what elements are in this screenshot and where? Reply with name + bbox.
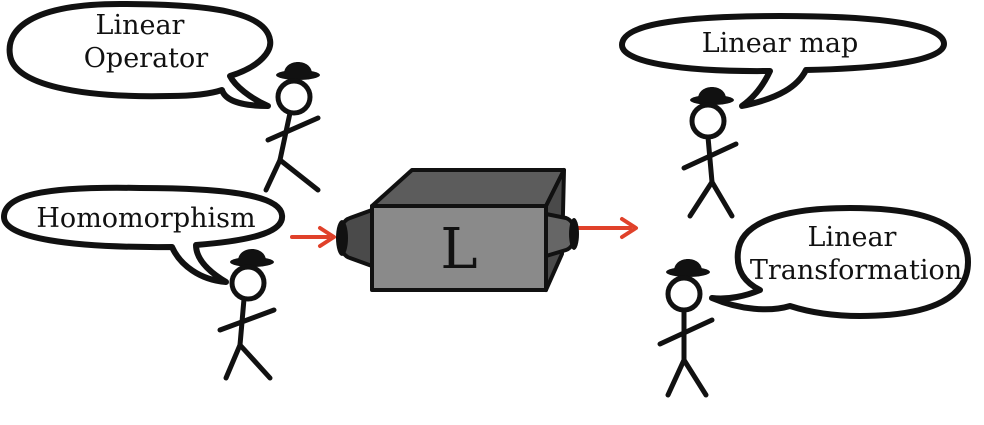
box-top-face [370, 168, 566, 208]
body [277, 110, 293, 163]
body [705, 134, 715, 185]
bubble-shape [6, 1, 274, 109]
left-leg [263, 157, 283, 193]
speech-bubble-linear-map: Linear map [619, 13, 947, 109]
arms [681, 141, 739, 171]
arms [217, 307, 277, 333]
right-leg [277, 157, 321, 193]
left-leg [665, 357, 687, 398]
output-arrow [574, 217, 638, 239]
head [275, 78, 313, 116]
bubble-text-line1: Homomorphism [36, 203, 255, 234]
hat-icon [690, 87, 734, 105]
hat-icon [666, 259, 710, 277]
right-leg [237, 342, 273, 381]
bubble-text-line1: Linear [96, 10, 185, 41]
bubble-shape [1, 184, 286, 285]
stick-figure-mid-left [217, 249, 277, 381]
hat-icon [276, 62, 320, 80]
box-front-face [370, 204, 548, 292]
bubble-text-line2: Transformation [750, 255, 962, 286]
bubble-text-line1: Linear [808, 222, 897, 253]
head [229, 264, 267, 302]
stick-figure-top-left [263, 62, 321, 193]
bubble-text-line1: Linear map [702, 28, 859, 59]
bubble-text-line2: Operator [84, 43, 209, 74]
left-leg [223, 342, 243, 381]
speech-bubble-linear-operator: Linear Operator [6, 1, 274, 109]
stick-figure-lower-right [657, 259, 715, 398]
input-arrow [290, 226, 336, 248]
machine-label: L [440, 217, 477, 282]
hat-icon [230, 249, 274, 267]
arms [265, 115, 321, 143]
bubble-shape [709, 205, 971, 319]
right-leg [709, 179, 735, 219]
machine-box: L [336, 168, 579, 292]
head [665, 275, 703, 313]
arms [657, 317, 715, 347]
speech-bubble-homomorphism: Homomorphism [1, 184, 286, 285]
head [689, 102, 727, 140]
left-leg [687, 179, 715, 219]
right-leg [681, 357, 709, 398]
speech-bubble-linear-transformation: Linear Transformation [709, 205, 971, 319]
stick-figure-top-right [681, 87, 739, 219]
bubble-shape [619, 13, 947, 109]
